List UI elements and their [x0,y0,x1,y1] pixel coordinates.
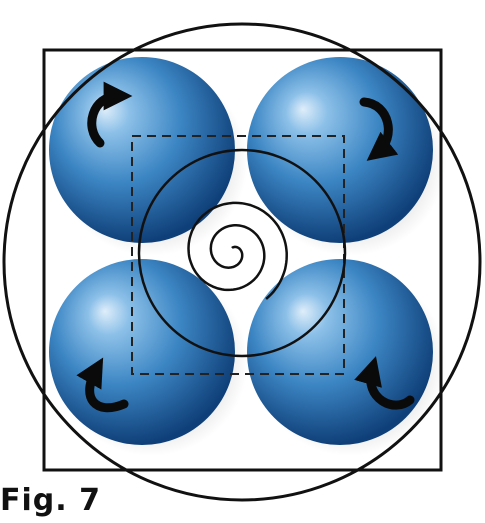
sphere-bottom-left [49,259,235,445]
sphere-top-left [49,57,235,243]
sphere-top-right [247,57,433,243]
figure-caption: Fig. 7 [0,484,101,518]
